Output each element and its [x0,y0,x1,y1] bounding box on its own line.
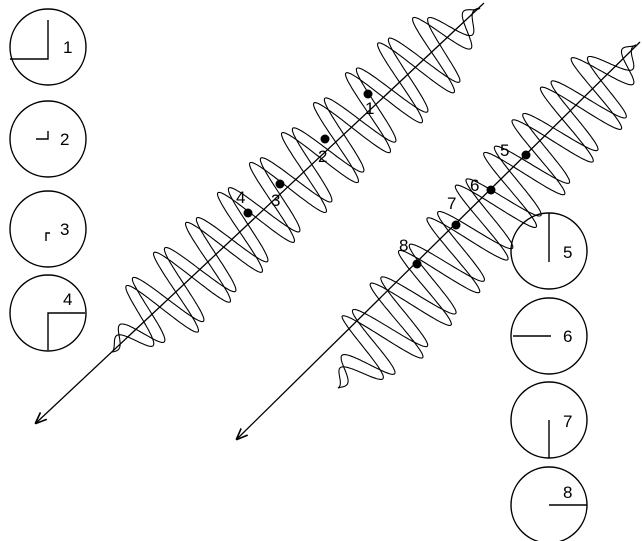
point-label-8: 8 [399,236,408,255]
dial-1: 1 [9,8,87,86]
dial-label-7: 7 [563,412,572,431]
left-wave-component-a [111,7,481,353]
left-axis-points: 1 2 3 4 [236,89,374,218]
right-propagation-axis [237,41,641,439]
dial-label-6: 6 [563,327,572,346]
dial-8: 8 [510,466,588,541]
point-label-4: 4 [236,188,245,207]
dial-4: 4 [9,274,87,352]
right-wave [237,41,641,439]
dial-label-1: 1 [63,38,72,57]
dial-3-indicator [45,232,50,241]
left-wave [36,2,485,423]
point-6 [486,185,496,195]
left-propagation-axis [36,2,485,423]
dial-6: 6 [510,297,588,375]
point-label-5: 5 [500,141,509,160]
dial-4-indicator [47,312,85,350]
point-3 [275,179,285,189]
dial-label-8: 8 [563,483,572,502]
right-axis-points: 5 6 7 8 [399,141,531,269]
point-label-3: 3 [271,191,280,210]
right-wave-component-a [337,44,637,389]
right-wave-component-b [337,44,637,389]
dial-1-indicator [10,20,49,60]
dial-3: 3 [9,190,87,268]
point-7 [451,220,461,230]
point-label-6: 6 [470,176,479,195]
point-4 [243,208,253,218]
point-8 [412,259,422,269]
point-2 [320,134,330,144]
point-label-2: 2 [318,147,327,166]
point-label-1: 1 [365,99,374,118]
point-label-7: 7 [447,194,456,213]
dial-2-indicator [36,131,49,140]
point-1 [363,89,373,99]
left-wave-component-b [111,7,481,353]
dial-7: 7 [510,381,588,459]
dial-label-4: 4 [63,290,72,309]
dial-label-3: 3 [60,220,69,239]
point-5 [521,150,531,160]
dial-label-5: 5 [563,243,572,262]
dial-2: 2 [9,100,87,178]
dial-label-2: 2 [60,130,69,149]
dial-5: 5 [510,212,588,290]
